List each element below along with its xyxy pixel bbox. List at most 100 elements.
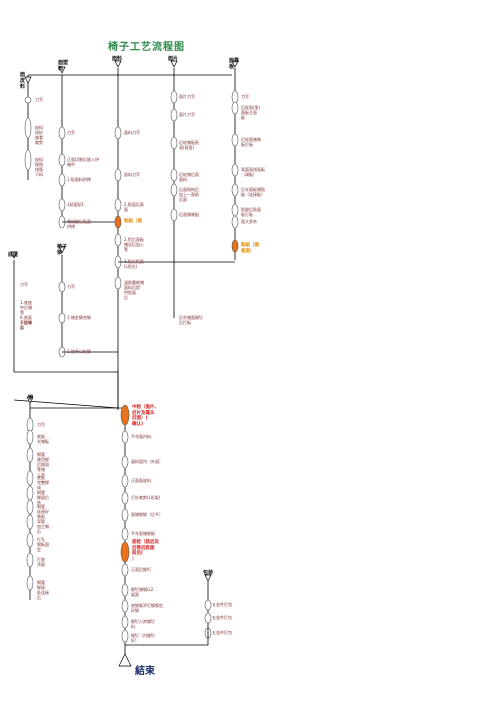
end-label: 結束 [135, 666, 155, 677]
col2-header: 面塑 料 [58, 60, 69, 72]
col3-node [114, 198, 122, 212]
col5-node [231, 101, 239, 115]
col4-step: 后轮铺后面 面料 [179, 172, 199, 182]
bot-start [26, 396, 34, 404]
col3-node [114, 126, 122, 140]
col4-start [170, 60, 178, 68]
main-node [121, 508, 129, 522]
mid-header: 椅子 架 [57, 244, 68, 256]
col4-step: 面片刀写 [179, 112, 195, 117]
col2-node [58, 198, 66, 212]
col3-node [114, 233, 122, 247]
side-step: 刀写 [20, 282, 28, 287]
main-node [121, 474, 129, 488]
bot-step: 钢管 连接好 装配 [37, 504, 49, 519]
col5-step: 后轮面铺装 板打板 [241, 137, 261, 147]
mid-node [58, 281, 66, 293]
bot-node [26, 575, 34, 591]
col5-node [231, 163, 239, 177]
col3-step: 2.贴面后表 面 [124, 202, 144, 212]
col3-start [114, 60, 122, 68]
main-step: 正面面皮料 [131, 478, 151, 483]
main-step: 铆钉（内铆钉 好） [131, 633, 155, 643]
bot-node [26, 514, 34, 530]
col5-node [231, 203, 239, 217]
col3-node [114, 168, 122, 182]
col4-step: 后轮铺板贴 面(前面) [179, 140, 199, 150]
right-header: 包装 [203, 570, 214, 576]
col5-node [231, 183, 239, 197]
main-step: 铆钉入库铆钉 料 [131, 619, 155, 629]
col2-start [58, 66, 66, 74]
bot-node [26, 552, 34, 568]
right-node [204, 612, 212, 624]
mid-step: 1.铺开口形铆 [67, 349, 91, 354]
col5-step: 后轮面(里) 面板主面 板 [241, 105, 261, 120]
bot-step: 打底 涂面 [37, 557, 45, 567]
main-step: 铆钉铺钢(L2. 架面 [131, 587, 155, 597]
bot-step: 打孔 钢板固 定 [37, 537, 49, 552]
bot-step: 刀写 [37, 422, 45, 427]
main-node [121, 599, 129, 613]
col2-step: 1贴面贴1 [67, 202, 85, 207]
side-header: 底座 [8, 252, 19, 258]
col5-step: 后车面板铺贴 板（连接板） [241, 187, 265, 197]
col5-node [231, 215, 239, 229]
col1-step: 皮料 按照 排版 下料 [35, 157, 43, 177]
main-node [121, 455, 129, 469]
col4-header: 面片 [168, 56, 179, 62]
col3-step: 面料刀写 [124, 172, 140, 177]
col1-node [24, 149, 32, 171]
col4-note: 后车铺面铆钉 后打板 [179, 315, 203, 325]
main-node [121, 615, 129, 629]
mid-step: 1.铺金铆合铆 [67, 315, 91, 320]
col5-step: 贴胶后贴面 板打板 [241, 207, 261, 217]
main-step: 面铺钢铆（后平） [131, 512, 163, 517]
main-node [121, 491, 129, 505]
col1-node [24, 96, 32, 104]
bot-step: 弯管 加工钢 后 [37, 519, 49, 534]
col5-step: 面大多杂 [241, 219, 257, 224]
main-highlight-2-label: 底检（装后及 后等后胶面 前后( ） [132, 540, 159, 562]
main-node [121, 629, 129, 643]
col3-header: 面料 [112, 56, 123, 62]
main-step: 面料里内（外面） [131, 459, 163, 464]
main-node [121, 527, 129, 541]
mid-start [58, 246, 66, 254]
col3-step: 温胶重新铺 面料后提 供贴面 后 [124, 280, 144, 300]
col5-node [231, 133, 239, 147]
bot-step: 底板 光铺板 [37, 434, 49, 444]
main-step: 平车面内料 [131, 434, 151, 439]
right-node [204, 599, 212, 611]
main-step: 正面后铆钉 [131, 567, 151, 572]
col5-start [231, 60, 239, 68]
col5-highlight: 粘贴（面 板面） [241, 243, 259, 254]
bot-step: 钢管 铆固后 杂 [37, 490, 49, 505]
page-title: 椅子工艺流程图 [108, 42, 185, 53]
col1-step: 皮料 排好 後看 裁剪 [35, 125, 43, 145]
bot-step: 钢管 使用铆 后铆固 等铺 上光 [37, 452, 49, 477]
col5-header: 面靠 板 [229, 58, 240, 70]
col4-step: 后面结构后 加上一面前 后面 [179, 187, 199, 202]
col4-step: 面片刀写 [179, 94, 195, 99]
side-step: 1.铆装 及 [20, 320, 32, 330]
main-step: 底铆铆开钉铆铆定 好铆 [131, 603, 163, 613]
col1-header: 面 皮 料 [20, 72, 26, 90]
side-start [10, 251, 18, 259]
col2-node [58, 173, 66, 187]
end-triangle [118, 653, 132, 667]
col4-node [170, 108, 178, 122]
bot-node [26, 447, 34, 463]
right-step: 五金件打包 [212, 630, 232, 635]
col4-node [170, 90, 178, 104]
col4-node [170, 183, 178, 197]
col4-node [170, 136, 178, 150]
col2-step: 1.贴面料烘烤 [67, 177, 91, 182]
bot-header: 钢 [28, 395, 34, 401]
bot-node [26, 429, 34, 445]
main-highlight-1-label: 中检（面片、 后片及靠头 后面）( 确认) [132, 405, 159, 427]
mid-node [58, 312, 66, 324]
col2-step: 刀写 [67, 130, 75, 135]
main-step: 平车面铺钢板 [131, 531, 155, 536]
